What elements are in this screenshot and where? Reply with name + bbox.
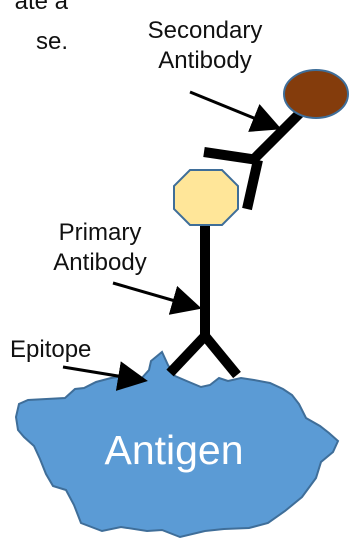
secondary-antibody-label: Secondary Antibody (141, 16, 269, 76)
primary-antibody-tag-octagon (174, 170, 238, 225)
secondary-antibody-crossbar (204, 152, 258, 160)
epitope-label: Epitope (10, 336, 110, 364)
epitope-arrow (63, 367, 142, 380)
primary-antibody-arrow (113, 283, 196, 307)
secondary-antibody-tag-ellipse (284, 70, 348, 118)
antigen-label: Antigen (84, 426, 264, 474)
secondary-antibody-arrow (190, 92, 276, 127)
primary-antibody-label: Primary Antibody (40, 218, 160, 278)
snippet-text-line-2: se. (0, 26, 68, 58)
snippet-text-line-1: ate a (0, 0, 68, 18)
primary-antibody-left-arm (170, 336, 205, 373)
primary-antibody-right-arm (205, 336, 237, 375)
secondary-antibody-leg (247, 160, 258, 209)
